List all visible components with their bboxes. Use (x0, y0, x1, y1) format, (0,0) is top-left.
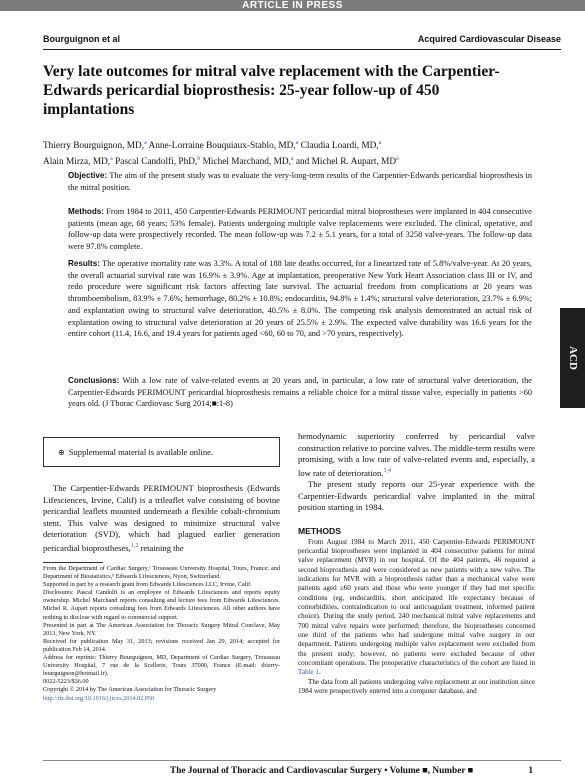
reference-link[interactable]: 3,4 (383, 467, 391, 474)
affiliation-mark: a (295, 140, 299, 146)
header-rule (43, 49, 561, 50)
author-name: Thierry Bourguignon, MD, (43, 141, 145, 152)
footnote-address: Address for reprints: Thierry Bourguigno… (43, 654, 280, 678)
methods-heading: METHODS (298, 526, 341, 537)
affiliation-mark: a (110, 156, 113, 163)
author-name: Anne-Lorraine Bouquiaux-Stablo, MD, (146, 141, 296, 152)
footnotes: From the Department of Cardiac Surgery,ᵃ… (43, 565, 280, 703)
footer-journal: The Journal of Thoracic and Cardiovascul… (170, 766, 474, 776)
affiliation-mark: a (378, 140, 382, 146)
footnote-funding: Supported in part by a research grant fr… (43, 581, 252, 589)
body-text: retaining the (138, 542, 184, 553)
body-text: The present study reports our 25-year ex… (298, 479, 535, 513)
supplemental-text: Supplemental material is available onlin… (68, 447, 214, 457)
supplemental-material-box[interactable]: ⊕Supplemental material is available onli… (43, 437, 280, 467)
footer-rule (43, 760, 561, 761)
abstract-text: With a low rate of valve-related events … (68, 376, 532, 409)
footnote-disclosures: Disclosures: Pascal Candolfi is an emplo… (43, 589, 280, 621)
author-name: Pascal Candolfi, PhD, (112, 157, 198, 168)
abstract-text: From 1984 to 2011, 450 Carpentier-Edward… (68, 207, 532, 252)
page-footer: The Journal of Thoracic and Cardiovascul… (170, 766, 533, 776)
article-in-press-banner: ARTICLE IN PRESS (0, 0, 585, 11)
affiliation-mark: a (144, 140, 147, 146)
running-head-authors: Bourguignon et al (43, 34, 120, 44)
section-tab: ACD (560, 308, 585, 408)
footnote-presented: Presented in part at The American Associ… (43, 621, 280, 637)
author-name: Alain Mirza, MD, (43, 157, 111, 168)
abstract-label: Methods: (68, 207, 104, 216)
abstract-conclusions: Conclusions: With a low rate of valve-re… (68, 375, 532, 410)
footnote-issn: 0022-5223/$36.00 (43, 678, 89, 686)
author-name: Michel Marchand, MD, (200, 157, 291, 168)
page-number: 1 (528, 766, 533, 776)
abstract-text: The operative mortality rate was 3.3%. A… (68, 259, 532, 339)
abstract-label: Objective: (68, 171, 108, 180)
table-link[interactable]: Table 1 (298, 668, 319, 677)
footnote-copyright: Copyright © 2014 by The American Associa… (43, 686, 217, 694)
abstract-objective: Objective: The aim of the present study … (68, 170, 532, 193)
abstract-label: Conclusions: (68, 376, 120, 385)
running-head: Bourguignon et al Acquired Cardiovascula… (43, 34, 561, 44)
running-head-section: Acquired Cardiovascular Disease (417, 34, 561, 44)
reference-link[interactable]: 1,2 (130, 542, 139, 549)
abstract-methods: Methods: From 1984 to 2011, 450 Carpenti… (68, 206, 532, 253)
affiliation-mark: a (290, 156, 294, 163)
article-title: Very late outcomes for mitral valve repl… (43, 63, 500, 118)
affiliation-mark: b (197, 156, 201, 163)
body-text: The Carpentier-Edwards PERIMOUNT biopros… (43, 483, 280, 553)
author-name: Claudia Loardi, MD, (298, 141, 379, 152)
footnote-rule (43, 562, 103, 563)
author-list: Thierry Bourguignon, MD,a Anne-Lorraine … (43, 137, 533, 169)
right-column-body: hemodynamic superiority conferred by per… (298, 431, 535, 696)
doi-link[interactable]: http://dx.doi.org/10.1016/j.jtcvs.2014.0… (43, 694, 155, 702)
author-name: and Michel R. Aupart, MD (293, 157, 397, 168)
left-column-body: The Carpentier-Edwards PERIMOUNT biopros… (43, 483, 280, 554)
abstract-results: Results: The operative mortality rate wa… (68, 258, 532, 340)
section-tab-label: ACD (566, 346, 579, 370)
methods-text: The data from all patients undergoing va… (298, 677, 535, 696)
footnote-affiliations: From the Department of Cardiac Surgery,ᵃ… (43, 565, 280, 581)
supplemental-icon: ⊕ (58, 448, 65, 457)
body-text: hemodynamic superiority conferred by per… (298, 431, 535, 478)
abstract-text: The aim of the present study was to eval… (68, 171, 532, 192)
abstract-label: Results: (68, 259, 100, 268)
affiliation-mark: a (396, 156, 399, 163)
footnote-received: Received for publication May 31, 2013; r… (43, 637, 280, 653)
methods-text: From August 1984 to March 2011, 450 Carp… (298, 537, 535, 668)
